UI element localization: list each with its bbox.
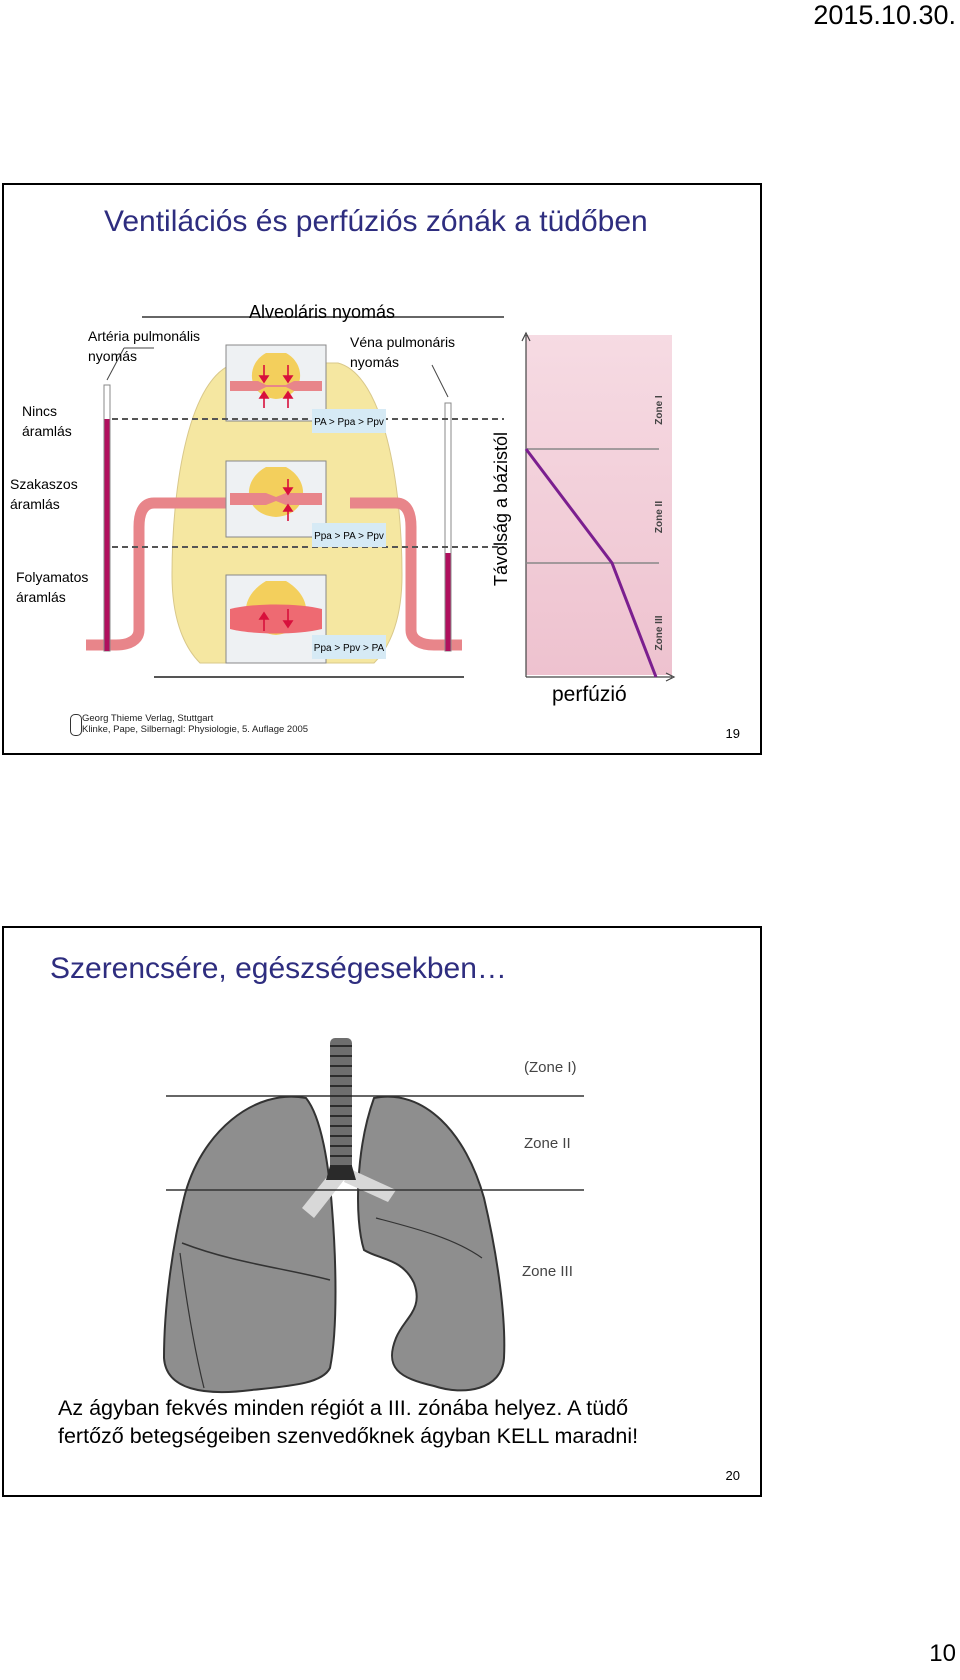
credit-line-2: Klinke, Pape, Silbernagl: Physiologie, 5… (82, 724, 309, 735)
credit: Georg Thieme Verlag, Stuttgart Klinke, P… (70, 713, 309, 736)
lung-zone-diagram: PA > Ppa > Ppv Ppa > PA > Ppv Ppa > Ppv … (86, 316, 676, 682)
page-number: 10 (929, 1640, 956, 1667)
left-lung (162, 1095, 337, 1393)
slide-number: 20 (725, 1468, 740, 1483)
label-vena-2: nyomás (350, 354, 400, 370)
slide-20: Szerencsére, egészségesekben… (Zone I) Z… (2, 926, 762, 1497)
label-arteria-2: nyomás (88, 348, 138, 364)
pressure-box-3: Ppa > Ppv > PA (314, 643, 385, 654)
label-no-flow-1: Nincs (22, 403, 58, 419)
label-intermittent-1: Szakaszos (10, 476, 78, 492)
caption-line-2: fertőző betegségeiben szenvedőknek ágyba… (58, 1424, 639, 1448)
perfusion-curve (524, 448, 658, 678)
zone-1-label: (Zone I) (524, 1059, 577, 1076)
left-vessel (86, 497, 226, 651)
label-no-flow-2: áramlás (22, 423, 72, 439)
label-arteria-1: Artéria pulmonális (88, 328, 201, 344)
trachea (330, 1038, 352, 1178)
caption: Az ágyban fekvés minden régiót a III. zó… (58, 1394, 638, 1450)
page-date: 2015.10.30. (813, 0, 956, 30)
lung-zones-illustration: (Zone I) Zone II Zone III (162, 1038, 584, 1393)
slide-title: Ventilációs és perfúziós zónák a tüdőben (104, 205, 648, 238)
graph-xlabel: perfúzió (552, 683, 627, 706)
perfusion-graph: Zone I Zone II Zone III Távolság a bázis… (491, 331, 676, 682)
slide-title: Szerencsére, egészségesekben… (50, 952, 507, 985)
graph-zone-3: Zone III (654, 615, 665, 650)
credit-line-1: Georg Thieme Verlag, Stuttgart (82, 713, 214, 724)
label-continuous-1: Folyamatos (16, 569, 89, 585)
slide-19: Ventilációs és perfúziós zónák a tüdőben (2, 183, 762, 755)
label-vena-1: Véna pulmonáris (350, 334, 456, 350)
label-alveolar: Alveoláris nyomás (249, 302, 396, 322)
graph-zone-1: Zone I (654, 395, 665, 425)
caption-line-1: Az ágyban fekvés minden régiót a III. zó… (58, 1396, 629, 1420)
right-lung (357, 1095, 506, 1392)
label-continuous-2: áramlás (16, 589, 66, 605)
graph-zone-2: Zone II (654, 501, 665, 533)
pressure-box-2: Ppa > PA > Ppv (314, 531, 384, 542)
publisher-logo-icon (70, 714, 82, 736)
slide-number: 19 (725, 726, 740, 741)
pressure-box-1: PA > Ppa > Ppv (314, 417, 384, 428)
graph-ylabel: Távolság a bázistól (491, 432, 511, 586)
label-intermittent-2: áramlás (10, 496, 60, 512)
zone-2-label: Zone II (524, 1135, 571, 1152)
zone-3-label: Zone III (522, 1263, 573, 1280)
right-vessel (350, 497, 462, 651)
